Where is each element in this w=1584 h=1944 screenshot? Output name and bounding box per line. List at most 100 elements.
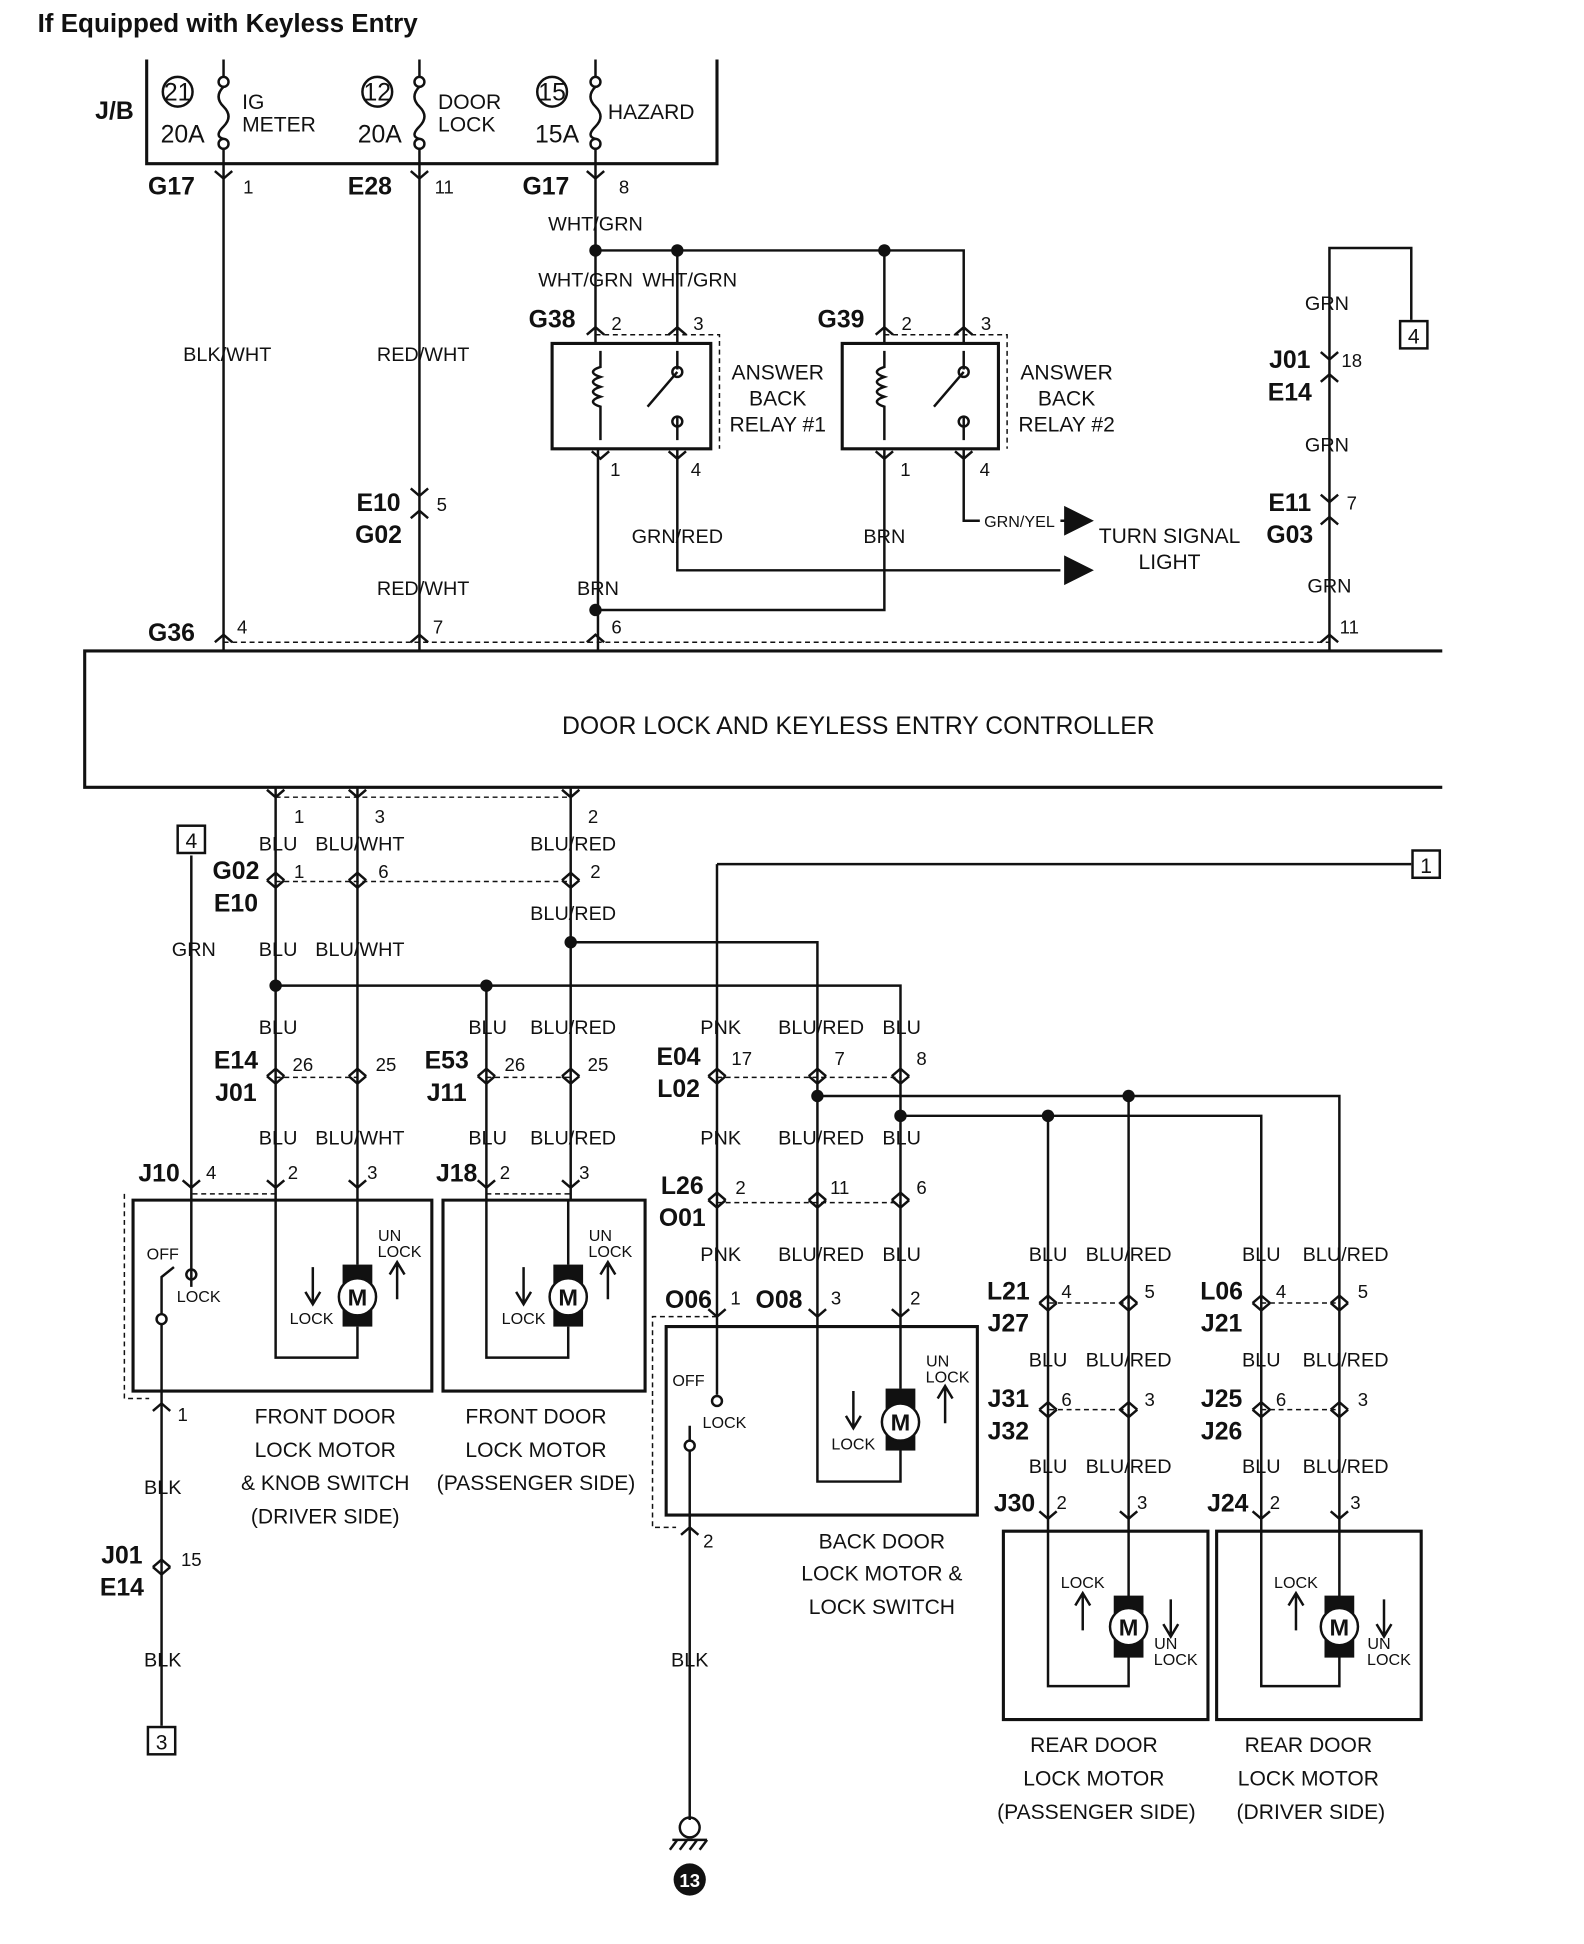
wire-label: BLU <box>882 1017 921 1039</box>
connector-id: E10 <box>356 490 400 517</box>
component-label: (PASSENGER SIDE) <box>997 1801 1196 1824</box>
switch-lock-label: LOCK <box>177 1288 221 1306</box>
connector-pin-mark <box>890 1199 910 1210</box>
wire-label: BLU <box>259 1017 298 1039</box>
front-passenger-box <box>441 1198 647 1393</box>
wire-label: BLU/RED <box>1303 1456 1389 1478</box>
relay-internals <box>591 350 970 441</box>
connector-id: J27 <box>988 1311 1029 1338</box>
connector-id: G36 <box>148 620 195 647</box>
pin-number: 2 <box>902 313 912 334</box>
wire-brn <box>595 448 886 651</box>
connector-pin-mark <box>707 1199 727 1210</box>
wire-label: GRN <box>1305 434 1349 456</box>
connector-pin-mark <box>347 788 367 799</box>
pin-number: 5 <box>1145 1281 1155 1302</box>
connector-pin-mark <box>807 1308 827 1319</box>
pin-number: 4 <box>1276 1281 1286 1302</box>
pin-number: 25 <box>376 1054 397 1075</box>
connector-pin-mark <box>807 1067 827 1078</box>
connector-pin-mark <box>347 1075 367 1086</box>
connector-pin-mark <box>586 325 605 336</box>
connector-pin-mark <box>476 1179 496 1190</box>
connector-pin-mark <box>1038 1302 1058 1313</box>
relay-label: BACK <box>749 387 806 410</box>
wire-label: BLU <box>468 1127 507 1149</box>
connector-pin-mark <box>1319 633 1339 644</box>
connector-id: J10 <box>138 1161 179 1188</box>
wire-label: BRN <box>577 578 619 600</box>
component-label: REAR DOOR <box>1245 1734 1373 1757</box>
connector-id: J32 <box>988 1418 1029 1445</box>
component-label: & KNOB SWITCH <box>241 1472 410 1495</box>
pin-number: 1 <box>294 861 304 882</box>
connector-id: E53 <box>425 1048 469 1075</box>
wire-label: BLK <box>144 1649 181 1671</box>
fuse-symbols <box>161 59 602 164</box>
pin-number: 11 <box>830 1177 849 1198</box>
page-ref: 3 <box>156 1731 168 1754</box>
wire-label: BLU <box>1029 1456 1068 1478</box>
connector-pin-mark <box>561 1067 581 1078</box>
pin-number: 1 <box>730 1287 740 1308</box>
pin-number: 1 <box>243 176 253 197</box>
fuse-rating: 20A <box>161 122 206 149</box>
wire-label: BLU/RED <box>1086 1456 1172 1478</box>
wire-label: PNK <box>700 1017 741 1039</box>
connector-id: G02 <box>355 522 402 549</box>
connector-pin-mark <box>707 1067 727 1078</box>
connector-pin-mark <box>476 1067 496 1078</box>
pin-number: 2 <box>1270 1492 1280 1513</box>
fuse-rating: 20A <box>358 122 403 149</box>
connector-pin-mark <box>667 450 687 461</box>
component-label: FRONT DOOR <box>465 1405 606 1428</box>
pin-number: 3 <box>1350 1492 1360 1513</box>
connector-pin-mark <box>667 325 687 336</box>
pin-number: 2 <box>611 313 621 334</box>
junction-box-label: J/B <box>95 98 134 125</box>
diagram-title: If Equipped with Keyless Entry <box>38 8 419 38</box>
pin-number: 3 <box>981 313 991 334</box>
connector-pin-mark <box>476 1075 496 1086</box>
connector-pin-mark <box>874 325 894 336</box>
connector-id: J21 <box>1201 1311 1243 1338</box>
connector-pin-mark <box>1251 1400 1271 1411</box>
component-label: BACK DOOR <box>819 1531 945 1554</box>
unlock-label: UN <box>1367 1635 1390 1653</box>
pin-number: 4 <box>980 459 990 480</box>
connector-id: J26 <box>1201 1418 1242 1445</box>
connector-pin-mark <box>807 1191 827 1202</box>
component-label: LOCK MOTOR <box>255 1439 396 1462</box>
component-label: (DRIVER SIDE) <box>1237 1801 1386 1824</box>
fuse-number: 12 <box>363 79 391 106</box>
fuse-name: IG <box>242 91 264 114</box>
wire-label: BLU/RED <box>778 1244 864 1266</box>
connector-id: E10 <box>214 890 258 917</box>
relay-1-box <box>550 341 713 451</box>
unlock-label: LOCK <box>378 1243 422 1261</box>
pin-number: 3 <box>1145 1389 1155 1410</box>
component-label: FRONT DOOR <box>255 1405 396 1428</box>
pin-number: 2 <box>735 1177 745 1198</box>
connector-pin-mark <box>214 633 234 644</box>
pin-number: 4 <box>206 1162 216 1183</box>
motor-icon: M <box>891 1410 911 1436</box>
wire-label: GRN/YEL <box>984 513 1055 531</box>
motor-icon: M <box>1330 1614 1350 1640</box>
wire-label: BLU/RED <box>1086 1244 1172 1266</box>
pin-number: 4 <box>691 459 701 480</box>
pin-number: 25 <box>588 1054 609 1075</box>
pin-number: 3 <box>1137 1492 1147 1513</box>
wire-label: BRN <box>863 526 905 548</box>
connector-id: J25 <box>1201 1386 1243 1413</box>
wire-label: BLU <box>1029 1244 1068 1266</box>
arrow-icon <box>1064 505 1094 586</box>
fuse-rating: 15A <box>535 122 580 149</box>
connector-pin-mark <box>1038 1400 1058 1411</box>
pin-number: 8 <box>619 176 629 197</box>
connector-pin-mark <box>1119 1510 1139 1521</box>
pin-number: 2 <box>910 1287 920 1308</box>
switch-lock-label: LOCK <box>702 1414 746 1432</box>
fuse-name: DOOR <box>438 91 501 114</box>
